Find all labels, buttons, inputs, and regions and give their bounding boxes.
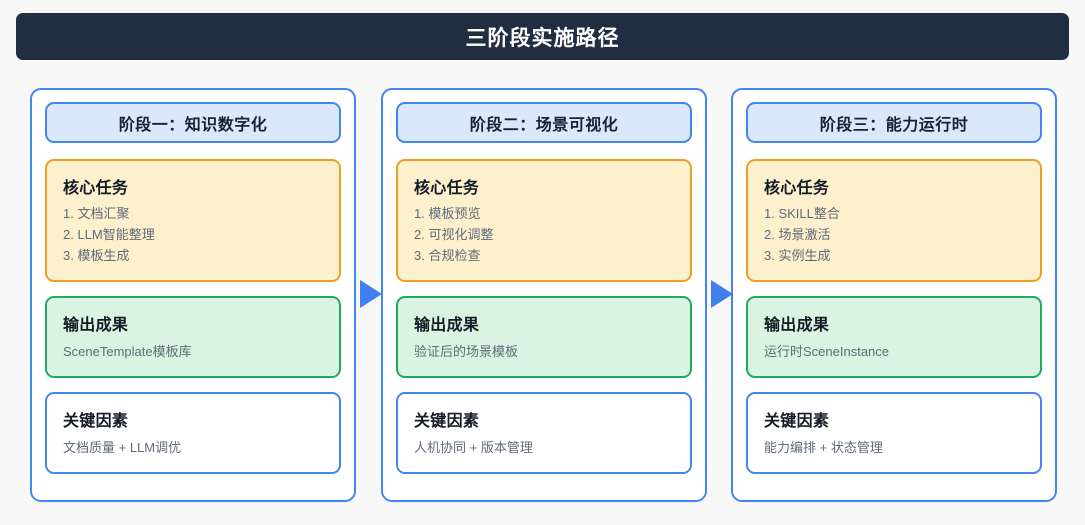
core-tasks-card-1: 核心任务 1. 文档汇聚 2. LLM智能整理 3. 模板生成 (45, 159, 341, 283)
phase-column-2[interactable]: 阶段二：场景可视化 核心任务 1. 模板预览 2. 可视化调整 3. 合规检查 … (381, 88, 707, 502)
page-title: 三阶段实施路径 (465, 26, 620, 50)
arrow-phase2-to-phase3-icon (707, 277, 737, 311)
phase-header-1: 阶段一：知识数字化 (45, 102, 341, 143)
core-tasks-list-2: 1. 模板预览 2. 可视化调整 3. 合规检查 (414, 203, 674, 266)
phase-header-label-2: 阶段二：场景可视化 (469, 116, 619, 134)
core-tasks-list-1: 1. 文档汇聚 2. LLM智能整理 3. 模板生成 (63, 203, 323, 266)
core-tasks-title-3: 核心任务 (764, 180, 830, 197)
core-tasks-title-2: 核心任务 (414, 180, 480, 197)
key-factors-card-2: 关键因素 人机协同 + 版本管理 (396, 392, 692, 475)
task-item: 1. 文档汇聚 (63, 206, 130, 221)
key-factors-text-3: 能力编排 + 状态管理 (764, 440, 883, 456)
key-factors-text-1: 文档质量 + LLM调优 (63, 440, 182, 456)
task-item: 1. 模板预览 (414, 206, 481, 221)
phase-column-1[interactable]: 阶段一：知识数字化 核心任务 1. 文档汇聚 2. LLM智能整理 3. 模板生… (30, 88, 356, 502)
task-item: 3. 模板生成 (63, 248, 130, 264)
diagram-title-bar: 三阶段实施路径 (16, 13, 1069, 60)
core-tasks-card-3: 核心任务 1. SKILL整合 2. 场景激活 3. 实例生成 (746, 159, 1042, 283)
output-text-3: 运行时SceneInstance (764, 344, 890, 360)
arrow-phase1-to-phase2-icon (356, 277, 386, 311)
key-factors-title-2: 关键因素 (414, 413, 480, 431)
task-item: 2. 可视化调整 (414, 227, 494, 243)
core-tasks-list-3: 1. SKILL整合 2. 场景激活 3. 实例生成 (764, 203, 1024, 266)
key-factors-card-3: 关键因素 能力编排 + 状态管理 (746, 392, 1042, 475)
phase-columns: 阶段一：知识数字化 核心任务 1. 文档汇聚 2. LLM智能整理 3. 模板生… (0, 88, 1085, 504)
key-factors-text-2: 人机协同 + 版本管理 (414, 440, 533, 456)
phase-header-3: 阶段三：能力运行时 (746, 102, 1042, 143)
task-item: 2. 场景激活 (764, 227, 831, 243)
key-factors-card-1: 关键因素 文档质量 + LLM调优 (45, 392, 341, 475)
task-item: 2. LLM智能整理 (63, 227, 155, 243)
core-tasks-title-1: 核心任务 (63, 180, 129, 197)
task-item: 1. SKILL整合 (764, 206, 840, 221)
task-item: 3. 合规检查 (414, 248, 481, 264)
output-card-3: 输出成果 运行时SceneInstance (746, 296, 1042, 379)
output-text-2: 验证后的场景模板 (414, 344, 519, 360)
phase-column-3[interactable]: 阶段三：能力运行时 核心任务 1. SKILL整合 2. 场景激活 3. 实例生… (731, 88, 1057, 502)
core-tasks-card-2: 核心任务 1. 模板预览 2. 可视化调整 3. 合规检查 (396, 159, 692, 283)
phase-header-2: 阶段二：场景可视化 (396, 102, 692, 143)
key-factors-title-3: 关键因素 (764, 413, 830, 431)
output-card-1: 输出成果 SceneTemplate模板库 (45, 296, 341, 379)
phase-header-label-1: 阶段一：知识数字化 (118, 116, 268, 134)
output-title-1: 输出成果 (63, 317, 129, 335)
output-title-3: 输出成果 (764, 317, 830, 335)
key-factors-title-1: 关键因素 (63, 413, 129, 431)
output-title-2: 输出成果 (414, 317, 480, 335)
output-text-1: SceneTemplate模板库 (63, 344, 192, 360)
task-item: 3. 实例生成 (764, 248, 831, 264)
output-card-2: 输出成果 验证后的场景模板 (396, 296, 692, 379)
phase-header-label-3: 阶段三：能力运行时 (819, 116, 969, 134)
